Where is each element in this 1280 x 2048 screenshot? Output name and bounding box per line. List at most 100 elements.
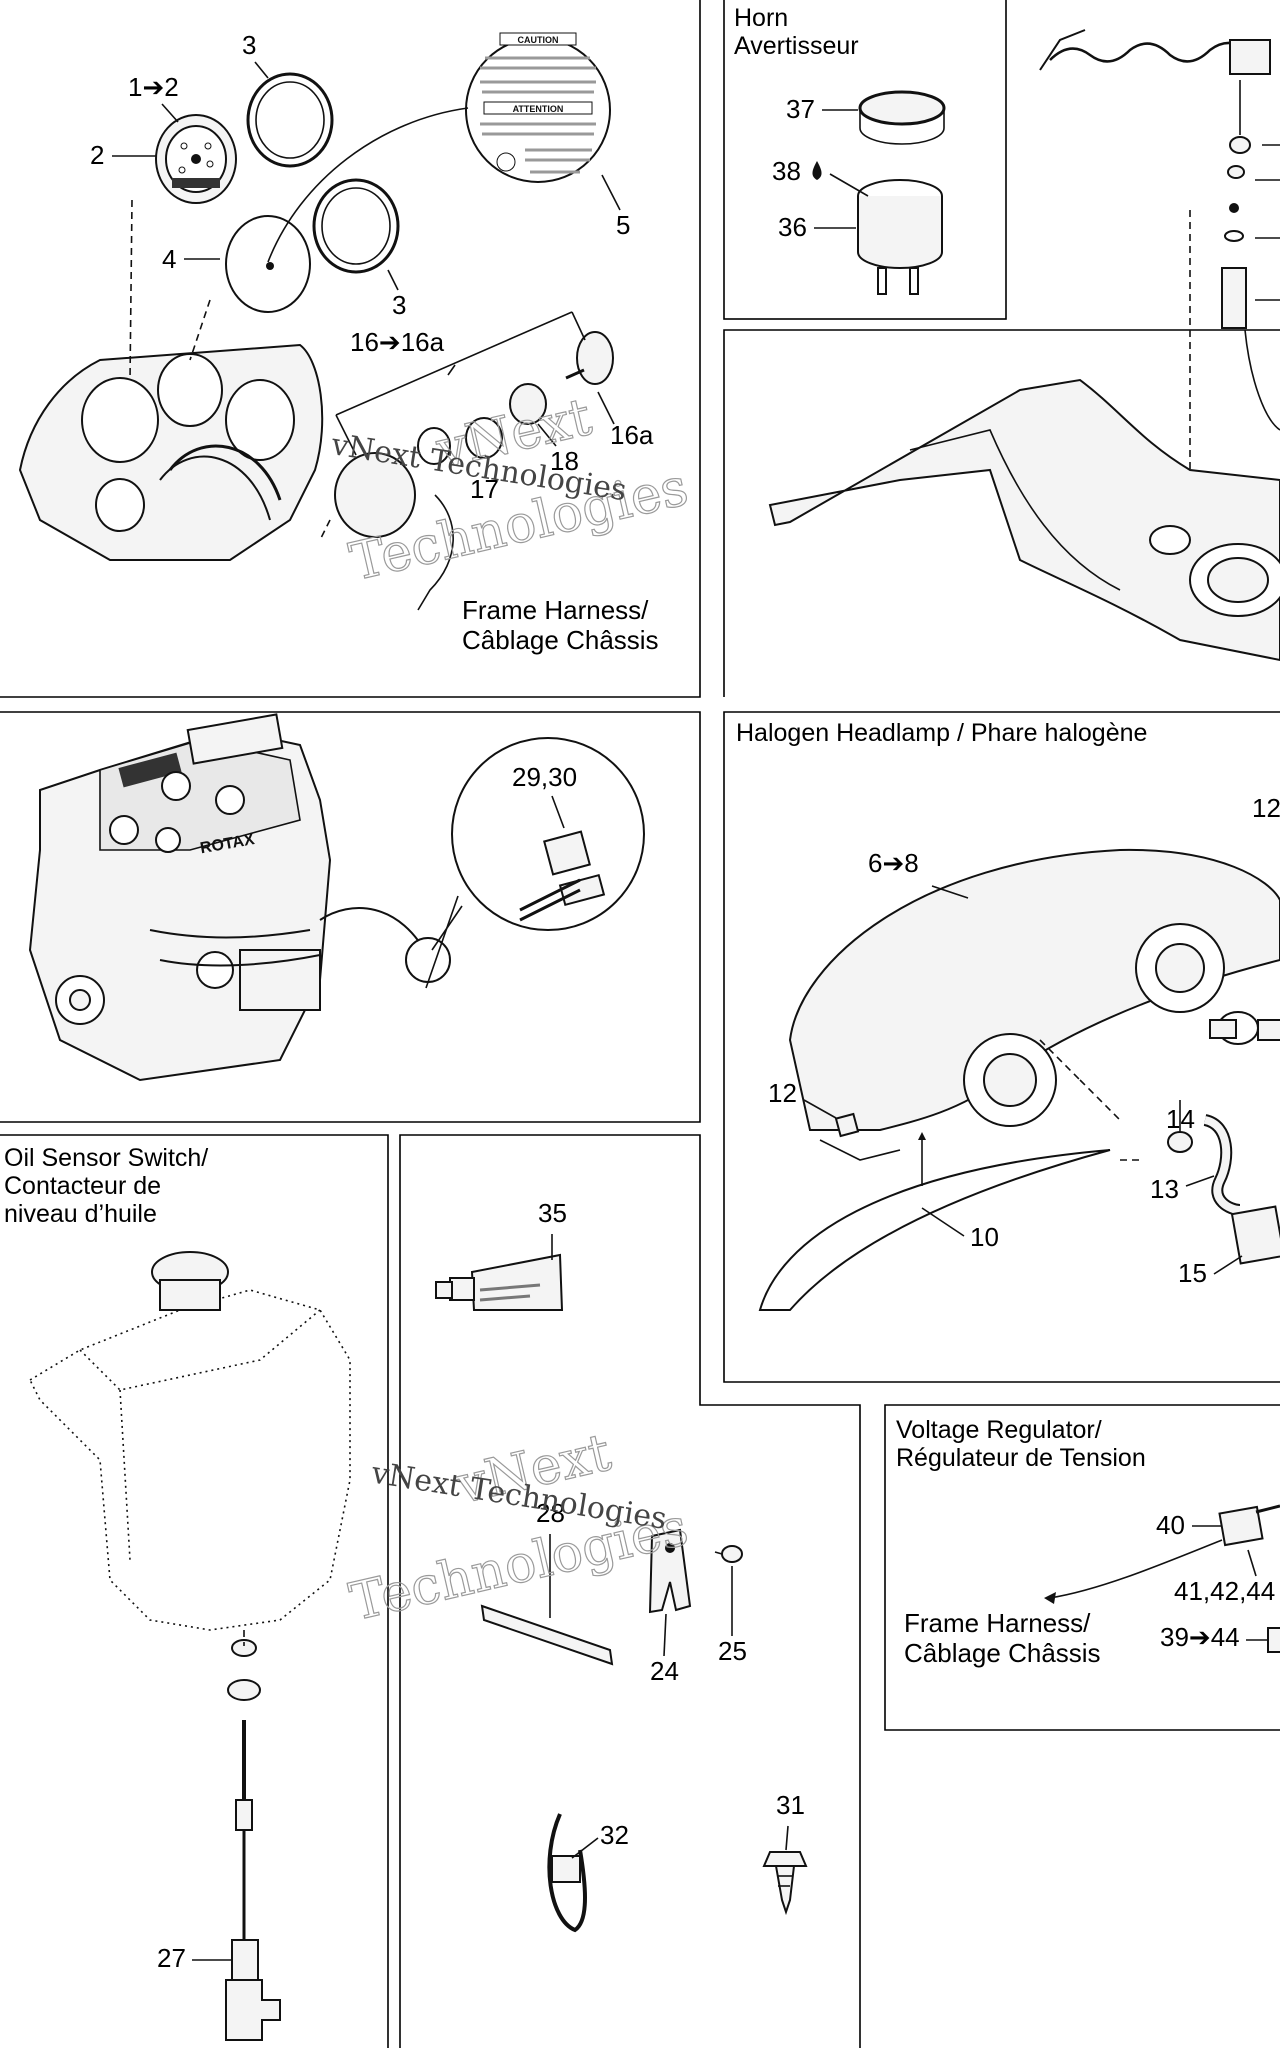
lens-part-4	[225, 215, 311, 313]
horn-title-line1: Horn	[734, 4, 788, 32]
callout-38: 38	[772, 156, 801, 186]
callout-29-30: 29,30	[512, 762, 577, 792]
grease-drop-icon	[812, 161, 822, 180]
callout-18: 18	[550, 446, 579, 476]
callout-15: 15	[1178, 1258, 1207, 1288]
callout-12-top: 12	[1252, 793, 1280, 823]
bulb-assembly	[1209, 1011, 1280, 1045]
bracket-24	[648, 1528, 692, 1614]
callout-16-to-16a: 16➔16a	[350, 327, 445, 357]
vent-hose-13	[1203, 1114, 1241, 1216]
callout-25: 25	[718, 1636, 747, 1666]
headlamp-title: Halogen Headlamp / Phare halogène	[736, 719, 1147, 747]
callout-2: 2	[90, 140, 104, 170]
caution-decal-5: CAUTION ATTENTION	[465, 32, 611, 183]
oil-sensor-title-line3: niveau d’huile	[4, 1200, 157, 1228]
horn-title-line2: Avertisseur	[734, 32, 859, 60]
switch-assembly-16	[319, 311, 614, 611]
leader-16a	[597, 391, 615, 425]
callout-28: 28	[536, 1498, 565, 1528]
leader-3-top	[254, 61, 269, 79]
gauge-panel-border	[0, 0, 701, 698]
bezel-ring-3-top	[246, 72, 334, 168]
leader-41-42-44	[1247, 1549, 1257, 1577]
leader-12	[803, 1099, 837, 1119]
attention-heading: ATTENTION	[513, 104, 564, 114]
dashboard-housing	[18, 199, 324, 561]
horn-group: Horn Avertisseur 37 38 36	[734, 4, 946, 295]
headlamp-housing-6-8	[788, 848, 1280, 1161]
callout-6-to-8: 6➔8	[868, 848, 919, 878]
harness-arrow	[1049, 1539, 1223, 1599]
hardware-panel-border	[399, 1134, 861, 2048]
screw-25	[714, 1545, 743, 1563]
callout-27: 27	[157, 1943, 186, 1973]
callout-4: 4	[162, 244, 176, 274]
callout-37: 37	[786, 94, 815, 124]
frame-harness-label-1-line2: Câblage Châssis	[462, 625, 659, 655]
callout-5: 5	[616, 210, 630, 240]
callout-12: 12	[768, 1078, 797, 1108]
leader-15	[1213, 1255, 1243, 1275]
oil-sensor-title-line1: Oil Sensor Switch/	[4, 1144, 208, 1172]
horn-body-36	[857, 179, 943, 295]
frame-harness-label-2-line1: Frame Harness/	[904, 1608, 1091, 1638]
harness-arrowhead	[1044, 1592, 1056, 1604]
grommet-12	[834, 1112, 860, 1138]
oil-sensor-title-line2: Contacteur de	[4, 1172, 161, 1200]
oil-sensor-27	[225, 1639, 281, 2041]
leader-13	[1185, 1175, 1215, 1187]
coiled-cable-assembly	[1039, 29, 1280, 329]
gauge-callouts: 1➔2 2 3 3 4 5 16➔16a 16a 17 18 Frame Har…	[90, 30, 659, 655]
leader-18	[537, 423, 557, 447]
callout-10: 10	[970, 1222, 999, 1252]
callout-35: 35	[538, 1198, 567, 1228]
connector-detail-circle	[425, 737, 645, 989]
push-rivet-31	[762, 1851, 808, 1916]
connector-40	[1218, 1504, 1280, 1547]
leader-31	[785, 1825, 789, 1851]
terminal-39-44	[1267, 1627, 1280, 1653]
frame-harness-label-1-line1: Frame Harness/	[462, 595, 649, 625]
callout-1-to-2: 1➔2	[128, 72, 179, 102]
leader-29-30	[551, 795, 565, 829]
engine-block: ROTAX	[28, 713, 451, 1082]
leader-24	[663, 1613, 667, 1657]
leader-10	[921, 1207, 965, 1237]
oil-tank-outline	[28, 1251, 351, 1631]
callout-17: 17	[470, 474, 499, 504]
horn-ring-37	[858, 90, 946, 145]
engine-panel-border	[0, 711, 701, 1123]
caution-heading: CAUTION	[518, 35, 559, 45]
voltage-regulator-title-line2: Régulateur de Tension	[896, 1444, 1146, 1472]
moulding-10	[758, 1132, 1111, 1311]
gauge-cluster-group: CAUTION ATTENTION	[18, 30, 659, 655]
hardware-group: 35 28 24 25 32 31	[435, 1198, 808, 1933]
engine-group: ROTAX 29,30	[28, 713, 645, 1082]
socket-15	[1230, 1205, 1280, 1265]
leader-38	[829, 173, 869, 197]
oil-sensor-panel-border	[0, 1134, 389, 2048]
decal-leader	[267, 107, 469, 263]
headlamp-panel-border	[723, 711, 1280, 1383]
frame-harness-label-2-line2: Câblage Châssis	[904, 1638, 1101, 1668]
leader-6-to-8	[931, 885, 969, 899]
callout-39-to-44: 39➔44	[1160, 1622, 1240, 1652]
voltage-regulator-group: Voltage Regulator/ Régulateur de Tension…	[896, 1416, 1280, 1668]
oil-sensor-group: Oil Sensor Switch/ Contacteur de niveau …	[4, 1144, 351, 2041]
callout-31: 31	[776, 1790, 805, 1820]
handlebar-shroud	[768, 210, 1280, 662]
bezel-ring-3-bottom	[312, 178, 400, 274]
callout-3-bottom: 3	[392, 290, 406, 320]
voltage-regulator-title-line1: Voltage Regulator/	[896, 1416, 1102, 1444]
leader-32	[571, 1837, 599, 1859]
leader-3-bottom	[387, 269, 399, 291]
horn-panel	[723, 0, 1007, 320]
grommet-14	[1167, 1131, 1193, 1153]
handlebar-panel-border	[723, 329, 1280, 697]
callout-16a: 16a	[610, 420, 654, 450]
callout-41-42-44: 41,42,44	[1174, 1576, 1275, 1606]
callout-24: 24	[650, 1656, 679, 1686]
